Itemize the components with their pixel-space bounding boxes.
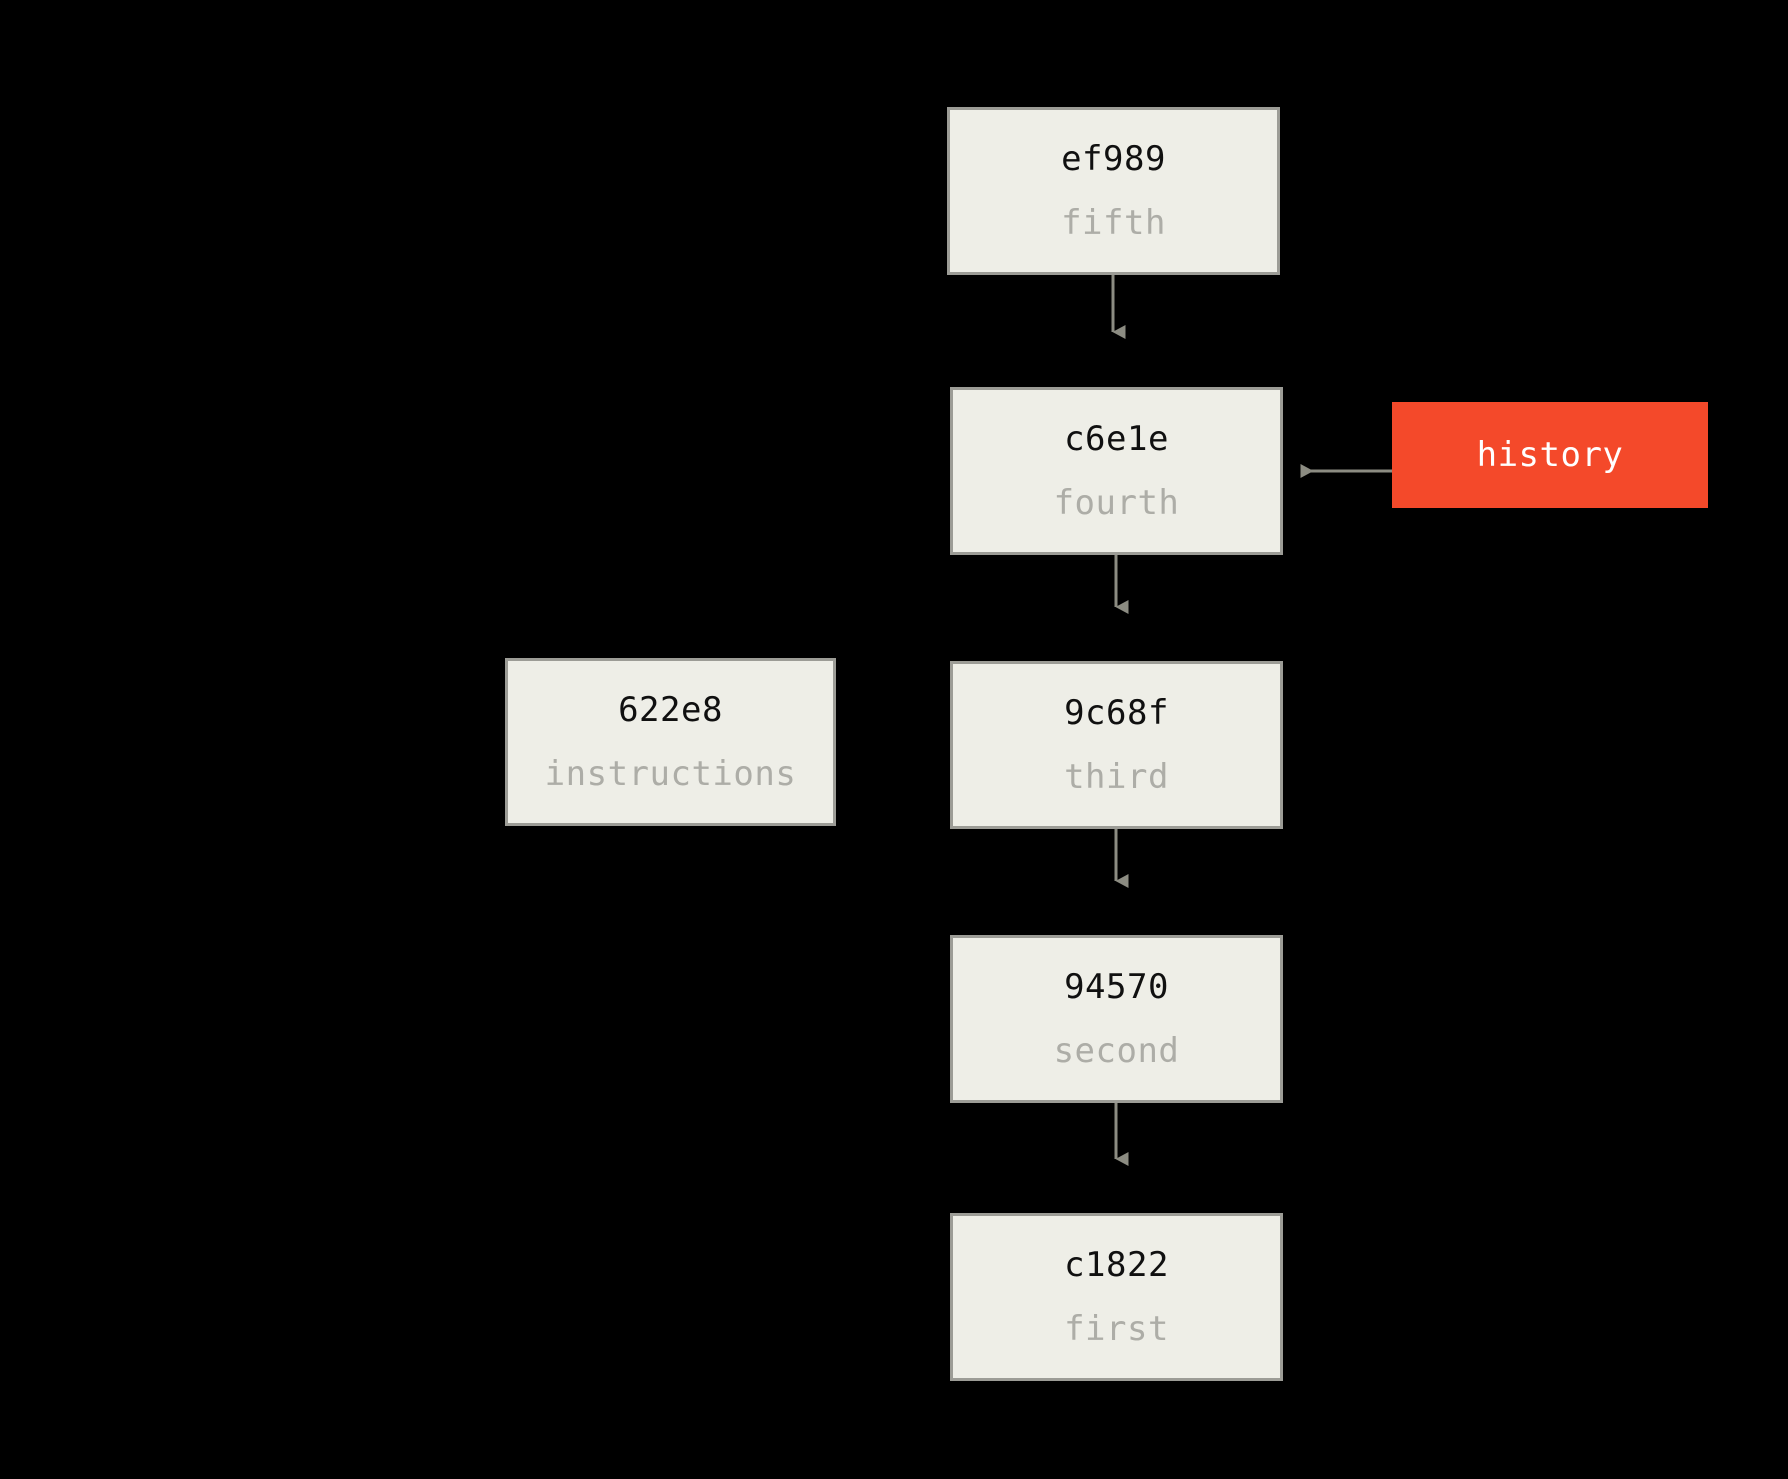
commit-hash: ef989 xyxy=(1061,139,1166,179)
commit-hash: c6e1e xyxy=(1064,419,1169,459)
ref-node-history[interactable]: history xyxy=(1392,402,1708,508)
ref-label: history xyxy=(1476,435,1624,475)
commit-message: fifth xyxy=(1061,203,1166,243)
commit-hash: 9c68f xyxy=(1064,693,1169,733)
commit-node-622e8[interactable]: 622e8 instructions xyxy=(505,658,836,826)
commit-message: first xyxy=(1064,1309,1169,1349)
commit-message: instructions xyxy=(544,754,797,794)
commit-node-ef989[interactable]: ef989 fifth xyxy=(947,107,1280,275)
commit-hash: c1822 xyxy=(1064,1245,1169,1285)
commit-message: second xyxy=(1053,1031,1180,1071)
commit-node-c1822[interactable]: c1822 first xyxy=(950,1213,1283,1381)
commit-hash: 622e8 xyxy=(618,690,723,730)
commit-node-94570[interactable]: 94570 second xyxy=(950,935,1283,1103)
commit-node-9c68f[interactable]: 9c68f third xyxy=(950,661,1283,829)
commit-node-c6e1e[interactable]: c6e1e fourth xyxy=(950,387,1283,555)
commit-hash: 94570 xyxy=(1064,967,1169,1007)
commit-message: third xyxy=(1064,757,1169,797)
commit-message: fourth xyxy=(1053,483,1180,523)
